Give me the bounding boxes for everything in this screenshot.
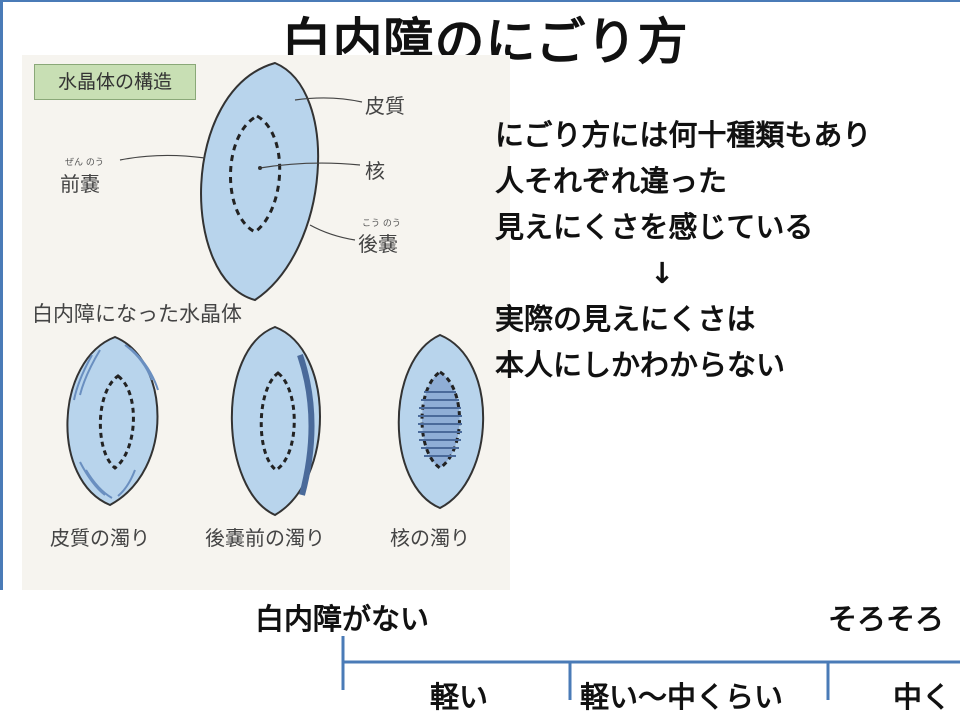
- structure-label: 水晶体の構造: [34, 64, 196, 100]
- leader-anterior: [119, 154, 206, 161]
- scale-label-soon: そろそろ: [828, 602, 945, 636]
- nucleus-posterior: [259, 371, 296, 472]
- main-line: 実際の見えにくさは: [495, 302, 756, 336]
- main-text: にごり方には何十種類もあり 人それぞれ違った 見えにくさを感じている ↓ 実際の…: [495, 112, 871, 388]
- type-nuclear: 核の濁り: [390, 526, 470, 550]
- main-line: にごり方には何十種類もあり: [495, 118, 872, 152]
- cataract-heading: 白内障になった水晶体: [32, 302, 242, 326]
- main-line: 見えにくさを感じている: [495, 210, 814, 244]
- nucleus-nuclear: [420, 370, 461, 470]
- label-cortex: 皮質: [365, 94, 405, 118]
- main-line: 本人にしかわからない: [495, 348, 786, 382]
- scale-label-mild-moderate: 軽い～中くらい: [580, 680, 784, 714]
- ruby-posterior: こう のう: [362, 219, 401, 229]
- nucleus-outline: [229, 114, 282, 234]
- scale-label-none: 白内障がない: [255, 602, 430, 636]
- main-line: 人それぞれ違った: [495, 164, 728, 198]
- label-nucleus: 核: [365, 159, 385, 183]
- scale-label-moderate: 中く: [893, 680, 952, 714]
- slide-top-border: [0, 0, 960, 2]
- arrow-down: ↓: [650, 256, 675, 290]
- label-posterior-capsule: 後嚢: [358, 232, 398, 256]
- nucleus-dot: [258, 166, 262, 170]
- leader-cortex: [294, 97, 363, 103]
- nucleus-cortical: [98, 374, 135, 470]
- type-cortical: 皮質の濁り: [50, 526, 150, 550]
- type-posterior: 後嚢前の濁り: [205, 526, 325, 550]
- slide-left-border: [0, 0, 3, 590]
- scale-label-mild: 軽い: [430, 680, 489, 714]
- lens-structure: [200, 61, 320, 302]
- leader-nucleus: [259, 162, 361, 169]
- label-anterior-capsule: 前嚢: [60, 172, 100, 196]
- leader-posterior: [309, 224, 356, 241]
- ruby-anterior: ぜん のう: [65, 158, 104, 168]
- lens-posterior: [230, 325, 321, 517]
